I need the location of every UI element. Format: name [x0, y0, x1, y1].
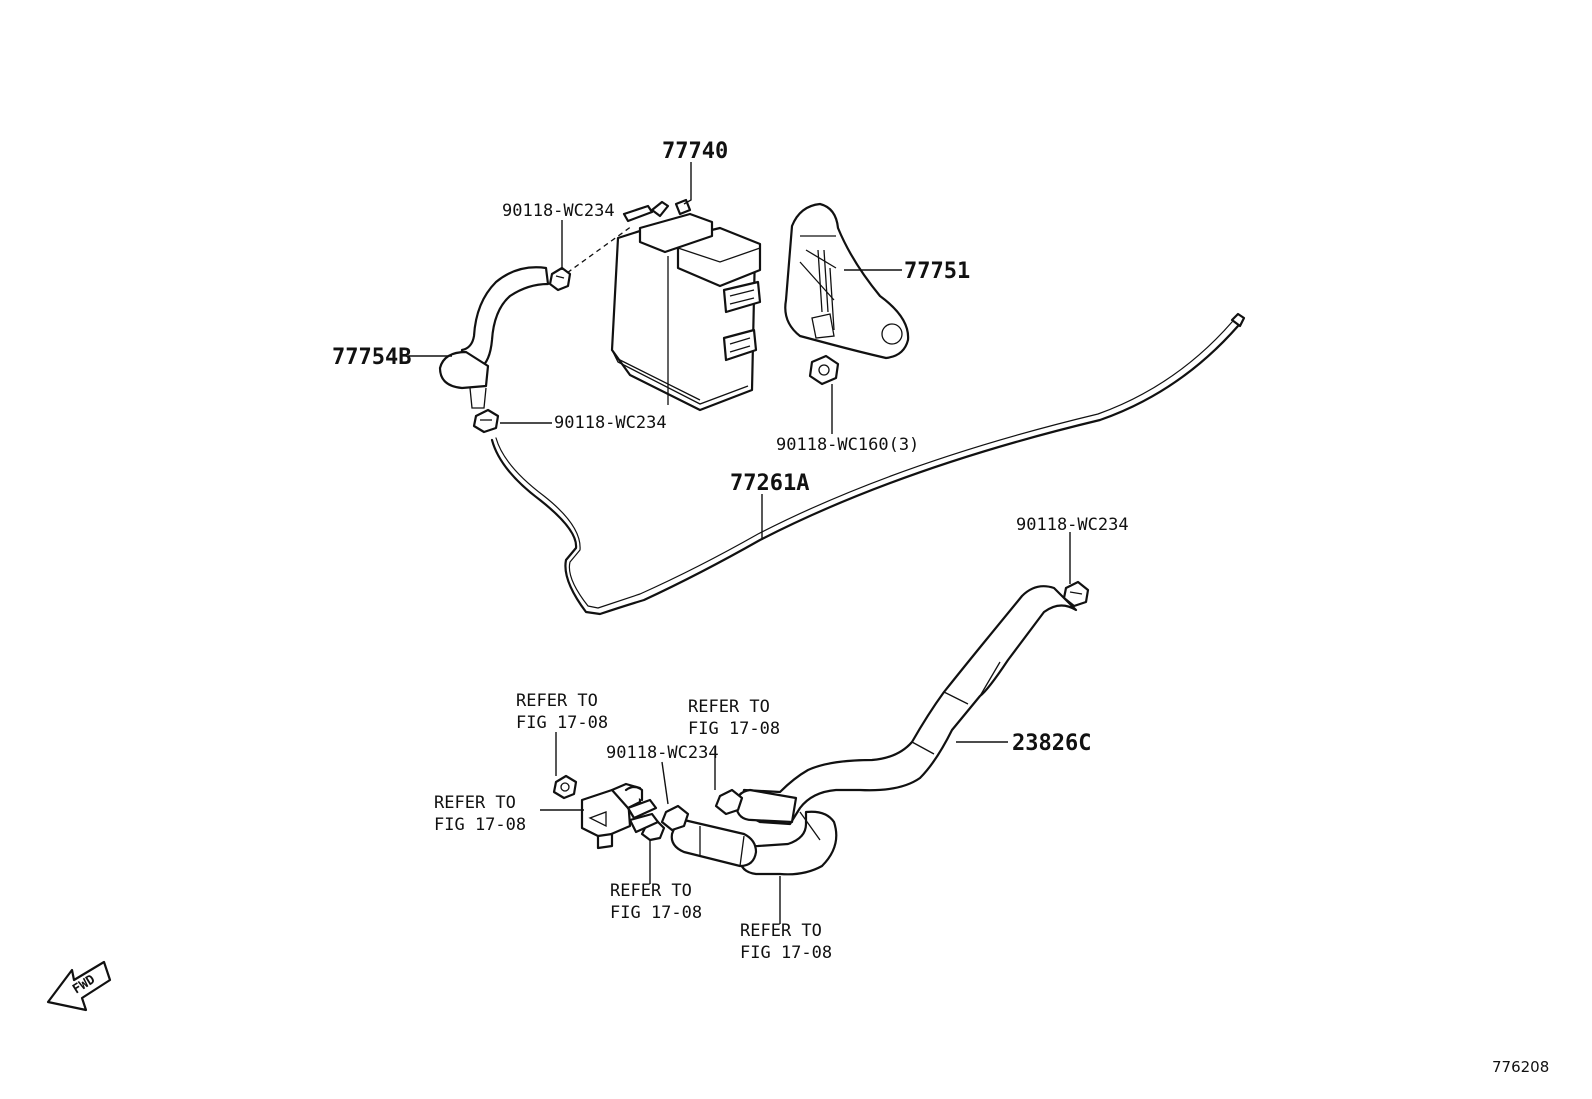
lower-clamp-2[interactable]: [660, 804, 690, 832]
label-upper-hose: 77754B: [332, 345, 411, 370]
leader-lines: [408, 162, 1071, 924]
label-clamp-right: 90118-WC234: [1016, 515, 1129, 535]
vsv-valve[interactable]: [580, 782, 660, 850]
ref-3-line2: FIG 17-08: [434, 815, 526, 835]
label-clamp-top: 90118-WC234: [502, 201, 615, 221]
ref-1-line2: FIG 17-08: [516, 713, 608, 733]
label-lower-hose: 23826C: [1012, 731, 1091, 756]
ref-4-line2: FIG 17-08: [610, 903, 702, 923]
ref-5-line1: REFER TO: [740, 921, 822, 941]
vapor-pipe[interactable]: [490, 312, 1246, 616]
label-canister-cover: 77751: [904, 259, 970, 284]
hose-clamp-mid[interactable]: [472, 408, 500, 434]
label-cover-nut: 90118-WC160(3): [776, 435, 919, 455]
upper-hose[interactable]: [438, 266, 550, 409]
canister-cover[interactable]: [784, 202, 910, 360]
charcoal-canister[interactable]: [610, 198, 762, 412]
label-pipe: 77261A: [730, 471, 809, 496]
label-clamp-mid: 90118-WC234: [554, 413, 667, 433]
ref-1-line1: REFER TO: [516, 691, 598, 711]
lower-clamp-1[interactable]: [714, 788, 744, 816]
label-clamp-lower: 90118-WC234: [606, 743, 719, 763]
hose-clamp-top[interactable]: [548, 266, 572, 292]
figure-id: 776208: [1492, 1058, 1549, 1076]
ref-2-line1: REFER TO: [688, 697, 770, 717]
ref-2-line2: FIG 17-08: [688, 719, 780, 739]
ref-4-line1: REFER TO: [610, 881, 692, 901]
assembly-dashed-line: [559, 225, 633, 279]
label-canister: 77740: [662, 139, 728, 164]
fwd-arrow-icon: FWD: [46, 960, 112, 1012]
ref-5-line2: FIG 17-08: [740, 943, 832, 963]
cover-nut[interactable]: [808, 354, 840, 386]
vsv-connector-nut[interactable]: [552, 774, 578, 800]
ref-3-line1: REFER TO: [434, 793, 516, 813]
